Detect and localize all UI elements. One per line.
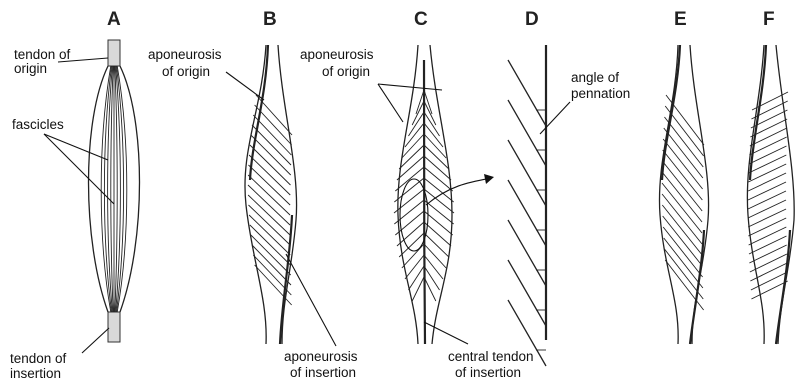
fibre-line [748,209,786,227]
pointer-tendon-of-insertion [82,328,109,353]
fibre-line [408,266,424,290]
fibre-line [252,245,291,285]
label-tendon-of-insertion-2: insertion [10,366,61,381]
fibre-line [250,225,291,265]
fibre-line [249,155,290,195]
label-tendon-of-origin-1: tendon of [14,47,71,62]
fibre-line [424,266,440,290]
fibre-line [248,185,290,225]
fibre-line [664,249,703,299]
fibre-line [748,182,786,200]
fibre-line [424,90,432,114]
fibre-line [248,175,290,215]
label-angle-of-pennation-1: angle of [571,70,619,85]
panel-letter-c: C [414,9,428,30]
label-aponeurosis-of-origin-c-1: aponeurosis [300,47,374,62]
tendon-of-insertion [108,312,120,342]
fibre-line [748,218,786,236]
fibre-line [748,173,786,191]
pointer-angle-of-pennation [540,102,570,134]
label-tendon-of-origin-2: origin [14,61,47,76]
fibre-line [394,200,424,224]
label-angle-of-pennation-2: pennation [571,86,630,101]
fibre-line [424,244,446,268]
muscle-b-outline [245,45,297,344]
fibre-line [662,205,702,255]
fibre-line [252,125,291,165]
fibre-line [749,146,787,164]
muscle-a-fascicles [101,66,127,312]
pointer-central-tendon [424,322,468,344]
muscle-b-fibres [248,95,292,305]
muscle-c [394,45,494,344]
panel-letter-d: D [525,9,539,30]
fibre-line [508,60,546,126]
fibre-line [662,172,702,222]
tendon-of-origin [108,40,120,66]
fascicle-line [111,66,113,312]
label-tendon-of-insertion-1: tendon of [10,351,67,366]
fibre-line [248,165,290,205]
label-fascicles: fascicles [12,117,64,132]
label-aponeurosis-of-insertion-1: aponeurosis [284,349,358,364]
label-aponeurosis-of-origin-b-2: of origin [162,64,210,79]
label-aponeurosis-of-origin-c-2: of origin [322,64,370,79]
muscle-e-outline [659,45,708,344]
panel-letter-e: E [674,9,687,30]
zoom-arrow-head [484,174,494,184]
fibre-line [424,277,436,301]
muscle-f-outline [747,45,794,344]
zoom-arrow [426,178,492,205]
pointer-aponeurosis-of-origin-b [226,72,264,100]
fibre-line [664,238,703,288]
fibre-line [405,255,424,279]
fibre-line [662,194,702,244]
fibre-line [424,189,454,213]
fibre-line [663,216,703,266]
muscle-f [747,45,794,344]
fascicle-line [115,66,117,312]
muscle-e [659,45,708,344]
fibre-line [748,191,786,209]
fibre-line [424,255,443,279]
pointer-aponeurosis-of-origin-c-1 [378,84,403,122]
pointer-fascicles-2 [44,134,114,204]
label-aponeurosis-of-insertion-2: of insertion [290,365,356,380]
fibre-line [424,233,449,257]
fibre-line [249,215,290,255]
panel-letter-a: A [107,9,121,30]
pointer-fascicles-1 [44,134,108,160]
fibre-line [253,115,291,155]
pointer-aponeurosis-of-insertion [286,254,336,346]
pointer-aponeurosis-of-origin-c-2 [378,84,442,90]
label-central-tendon-2: of insertion [455,365,521,380]
fibre-line [749,227,787,245]
fibre-line [416,90,424,114]
panel-letter-f: F [763,9,775,30]
pennation-detail-d [508,45,546,366]
fibre-line [663,227,702,277]
detail-fibres [508,60,546,366]
fibre-line [662,161,702,211]
fibre-line [662,183,702,233]
fibre-line [251,135,291,175]
fibre-line [750,254,787,272]
fibre-line [749,245,786,263]
label-central-tendon-1: central tendon [448,349,534,364]
muscle-a [89,40,140,342]
fibre-line [412,277,424,301]
fibre-line [250,145,291,185]
panel-letter-b: B [263,9,277,30]
fibre-line [748,164,786,182]
label-aponeurosis-of-origin-b-1: aponeurosis [148,47,222,62]
fibre-line [424,222,451,246]
fibre-line [748,200,786,218]
muscle-b [245,45,297,344]
fibre-line [749,236,787,254]
fibre-line [749,155,787,173]
